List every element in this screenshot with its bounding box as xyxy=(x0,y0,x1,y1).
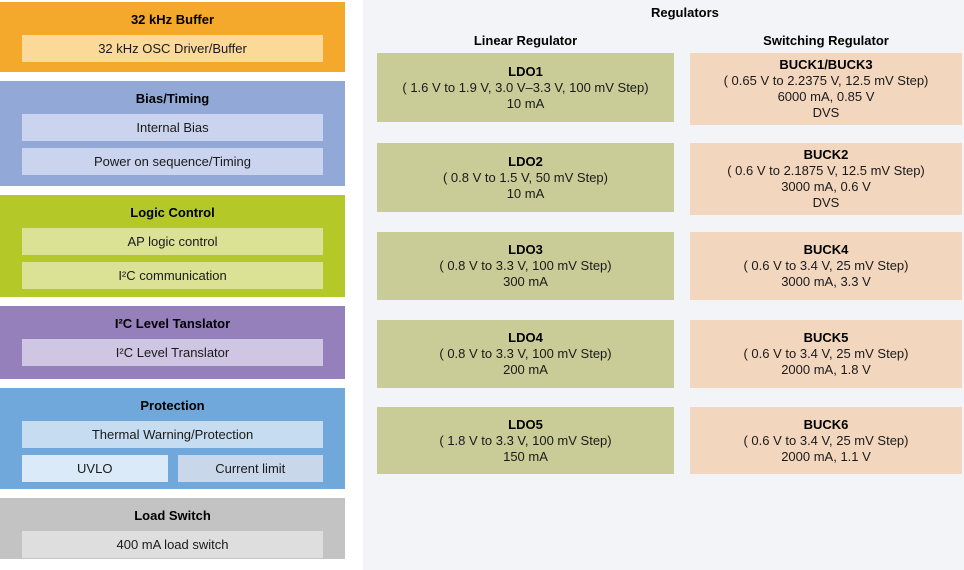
block-title: Bias/Timing xyxy=(135,91,210,106)
ldo5-box: LDO5 ( 1.8 V to 3.3 V, 100 mV Step) 150 … xyxy=(377,407,674,474)
regulator-spec-line: ( 0.8 V to 1.5 V, 50 mV Step) xyxy=(442,169,608,185)
block-load-switch: Load Switch 400 mA load switch xyxy=(0,498,345,559)
regulator-spec-line: 150 mA xyxy=(503,448,548,464)
block-logic-control: Logic Control AP logic control I²C commu… xyxy=(0,195,345,297)
regulators-panel: Regulators Linear Regulator Switching Re… xyxy=(363,0,964,570)
block-item-ap-logic-control: AP logic control xyxy=(22,228,323,255)
buck2-box: BUCK2 ( 0.6 V to 2.1875 V, 12.5 mV Step)… xyxy=(690,143,962,215)
block-i2c-level-translator: I²C Level Tanslator I²C Level Translator xyxy=(0,306,345,379)
block-item-i2c-level-translator: I²C Level Translator xyxy=(22,339,323,366)
buck1-buck3-box: BUCK1/BUCK3 ( 0.65 V to 2.2375 V, 12.5 m… xyxy=(690,53,962,125)
regulator-name: BUCK5 xyxy=(803,330,849,345)
ldo4-box: LDO4 ( 0.8 V to 3.3 V, 100 mV Step) 200 … xyxy=(377,320,674,388)
ldo1-box: LDO1 ( 1.6 V to 1.9 V, 3.0 V–3.3 V, 100 … xyxy=(377,53,674,122)
regulator-name: LDO3 xyxy=(508,242,543,257)
block-item-thermal-warning: Thermal Warning/Protection xyxy=(22,421,323,448)
regulator-spec-line: 3000 mA, 3.3 V xyxy=(781,274,871,289)
block-title: 32 kHz Buffer xyxy=(130,12,215,27)
regulator-spec-line: ( 0.8 V to 3.3 V, 100 mV Step) xyxy=(439,258,612,273)
regulator-name: BUCK6 xyxy=(803,416,849,432)
switching-regulator-header: Switching Regulator xyxy=(763,33,889,48)
regulator-spec-line: 10 mA xyxy=(506,95,545,111)
regulator-spec-line: 10 mA xyxy=(506,185,545,201)
regulator-spec-line: 6000 mA, 0.85 V xyxy=(777,89,875,104)
regulator-spec-line: ( 1.6 V to 1.9 V, 3.0 V–3.3 V, 100 mV St… xyxy=(402,79,649,95)
regulator-spec-line: DVS xyxy=(812,195,840,210)
regulator-spec-line: ( 0.6 V to 3.4 V, 25 mV Step) xyxy=(743,258,909,273)
ldo2-box: LDO2 ( 0.8 V to 1.5 V, 50 mV Step) 10 mA xyxy=(377,143,674,212)
buck6-box: BUCK6 ( 0.6 V to 3.4 V, 25 mV Step) 2000… xyxy=(690,407,962,474)
buck5-box: BUCK5 ( 0.6 V to 3.4 V, 25 mV Step) 2000… xyxy=(690,320,962,388)
regulator-spec-line: ( 0.8 V to 3.3 V, 100 mV Step) xyxy=(439,346,612,361)
regulator-name: LDO2 xyxy=(508,153,543,169)
block-item-current-limit: Current limit xyxy=(177,455,323,482)
block-title: Logic Control xyxy=(130,205,215,220)
block-title: Load Switch xyxy=(134,508,211,523)
linear-regulator-header: Linear Regulator xyxy=(473,33,578,48)
regulator-spec-line: 300 mA xyxy=(503,274,548,289)
block-item-osc-driver-buffer: 32 kHz OSC Driver/Buffer xyxy=(22,35,323,62)
block-item-uvlo: UVLO xyxy=(22,455,168,482)
ldo3-box: LDO3 ( 0.8 V to 3.3 V, 100 mV Step) 300 … xyxy=(377,232,674,300)
functional-block-column: 32 kHz Buffer 32 kHz OSC Driver/Buffer B… xyxy=(0,2,345,568)
block-item-400ma-load-switch: 400 mA load switch xyxy=(22,531,323,558)
regulators-title: Regulators xyxy=(651,5,719,20)
block-item-power-on-sequence: Power on sequence/Timing xyxy=(22,148,323,175)
regulator-spec-line: ( 0.6 V to 2.1875 V, 12.5 mV Step) xyxy=(727,163,925,178)
block-title: I²C Level Tanslator xyxy=(114,316,231,331)
block-32khz-buffer: 32 kHz Buffer 32 kHz OSC Driver/Buffer xyxy=(0,2,345,72)
block-bias-timing: Bias/Timing Internal Bias Power on seque… xyxy=(0,81,345,186)
block-title: Protection xyxy=(140,398,205,413)
regulator-name: BUCK2 xyxy=(803,147,849,162)
regulator-name: BUCK1/BUCK3 xyxy=(779,57,873,72)
block-item-internal-bias: Internal Bias xyxy=(22,114,323,141)
regulator-spec-line: 2000 mA, 1.1 V xyxy=(781,448,871,464)
block-item-i2c-communication: I²C communication xyxy=(22,262,323,289)
regulator-spec-line: 2000 mA, 1.8 V xyxy=(781,362,871,377)
regulator-spec-line: ( 0.6 V to 3.4 V, 25 mV Step) xyxy=(743,346,909,361)
regulator-spec-line: ( 0.6 V to 3.4 V, 25 mV Step) xyxy=(743,432,909,448)
buck4-box: BUCK4 ( 0.6 V to 3.4 V, 25 mV Step) 3000… xyxy=(690,232,962,300)
regulator-name: LDO1 xyxy=(508,63,543,79)
regulator-name: LDO4 xyxy=(508,330,543,345)
regulator-name: BUCK4 xyxy=(803,242,849,257)
regulator-spec-line: ( 1.8 V to 3.3 V, 100 mV Step) xyxy=(439,432,612,448)
block-protection: Protection Thermal Warning/Protection UV… xyxy=(0,388,345,489)
regulator-spec-line: ( 0.65 V to 2.2375 V, 12.5 mV Step) xyxy=(723,73,929,88)
regulator-spec-line: 3000 mA, 0.6 V xyxy=(781,179,871,194)
regulator-spec-line: 200 mA xyxy=(503,362,548,377)
regulator-spec-line: DVS xyxy=(812,105,840,120)
regulator-name: LDO5 xyxy=(508,416,543,432)
